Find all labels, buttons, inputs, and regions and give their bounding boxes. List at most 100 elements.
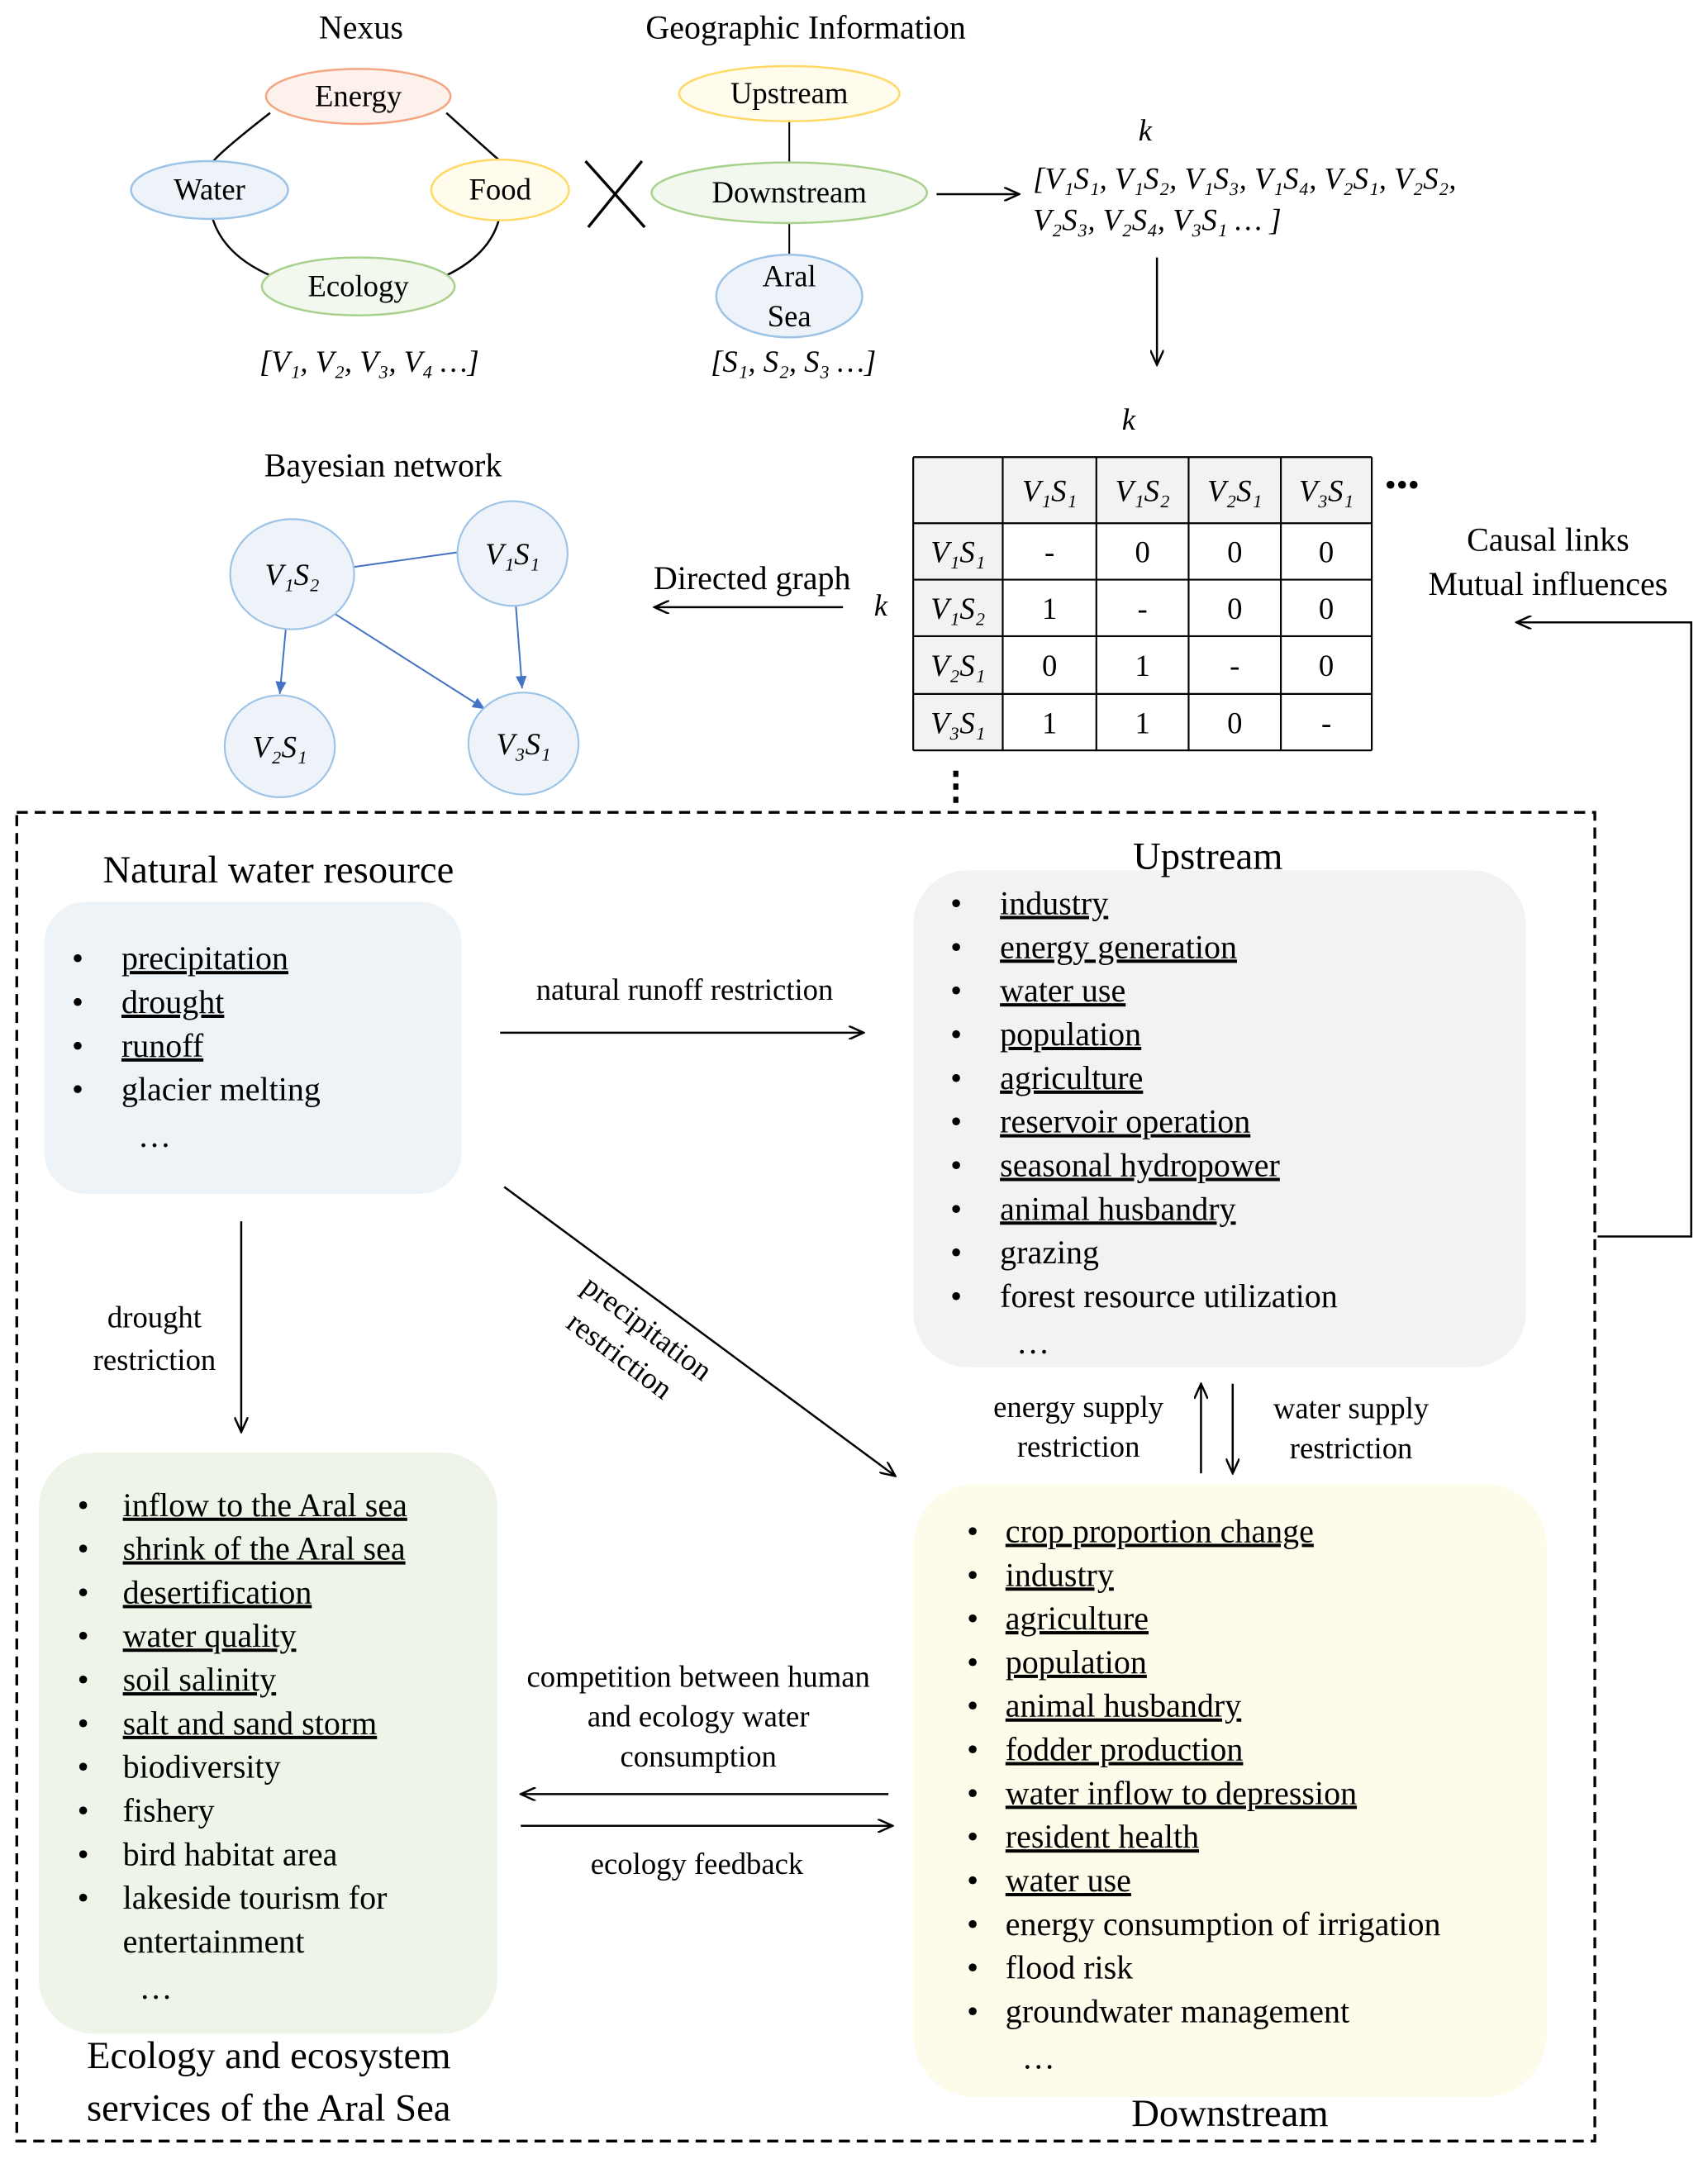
water-node xyxy=(130,159,289,221)
matrix-row-header: V₁S₁ xyxy=(930,535,985,569)
matrix-row-header: V₃S₁ xyxy=(930,706,985,739)
ecology-bullet: • xyxy=(78,1573,89,1610)
competition-label-2: and ecology water xyxy=(588,1700,810,1733)
edge-v1s1-v1s2 xyxy=(341,551,459,573)
edge-v1s2-v2s1 xyxy=(275,619,288,694)
matrix-row-header: V₂S₁ xyxy=(930,649,985,682)
downstream-item: industry xyxy=(1006,1556,1114,1593)
ecology-item: bird habitat area xyxy=(123,1835,338,1872)
upstream-box xyxy=(913,870,1526,1367)
downstream-node xyxy=(650,161,929,225)
drought-label-2: restriction xyxy=(93,1343,216,1377)
ecology-bullet: • xyxy=(78,1486,89,1524)
matrix-cell: - xyxy=(1138,592,1148,625)
bayes-label-v1s1: V₁S₁ xyxy=(485,537,540,571)
downstream-bullet: • xyxy=(967,1512,978,1549)
matrix-header-bg xyxy=(913,457,1373,524)
natural-item: glacier melting xyxy=(121,1071,321,1108)
upstream-title: Upstream xyxy=(1133,835,1282,878)
drought-label-1: drought xyxy=(107,1300,202,1334)
downstream-ellipsis: … xyxy=(1022,2039,1055,2076)
k-vector-label: k⃗ xyxy=(1139,113,1176,147)
upstream-item: seasonal hydropower xyxy=(1000,1146,1280,1183)
natural-bullet: • xyxy=(72,939,83,977)
matrix-cell: 0 xyxy=(1227,706,1242,739)
downstream-box xyxy=(913,1484,1547,2098)
ecology-title-1: Ecology and ecosystem xyxy=(87,2034,451,2077)
downstream-item: fodder production xyxy=(1006,1731,1244,1768)
downstream-bullet: • xyxy=(967,1687,978,1724)
directed-graph-label: Directed graph xyxy=(654,559,851,597)
food-label: Food xyxy=(469,173,531,207)
downstream-item: crop proportion change xyxy=(1006,1512,1314,1549)
ecology-item: lakeside tourism for xyxy=(123,1879,388,1916)
edge-v1s1-v3s1 xyxy=(514,597,527,689)
water-label: Water xyxy=(174,173,245,207)
cross-symbol xyxy=(584,159,646,229)
upstream-item: reservoir operation xyxy=(1000,1103,1250,1140)
aral-label-1: Aral xyxy=(763,259,816,293)
matrix-cell: 0 xyxy=(1135,535,1149,569)
upstream-ellipsis: … xyxy=(1016,1324,1049,1361)
natural-bullet: • xyxy=(72,1071,83,1108)
more-columns: ••• xyxy=(1385,466,1420,503)
upstream-bullet: • xyxy=(950,972,962,1009)
ecology-feedback-label: ecology feedback xyxy=(591,1847,804,1881)
ecology-item: fishery xyxy=(123,1792,215,1829)
matrix-cell: - xyxy=(1044,535,1054,569)
upstream-item: industry xyxy=(1000,885,1108,922)
upstream-bullet: • xyxy=(950,928,962,965)
natural-bullet: • xyxy=(72,983,83,1020)
downstream-item: population xyxy=(1006,1643,1147,1681)
matrix-cell: 0 xyxy=(1227,535,1242,569)
energy-node xyxy=(264,68,452,126)
bayes-node-v1s1 xyxy=(456,500,569,607)
upstream-item: animal husbandry xyxy=(1000,1190,1235,1227)
ecology-bullet: • xyxy=(78,1748,89,1786)
ecology-item: desertification xyxy=(123,1573,312,1610)
upstream-item: forest resource utilization xyxy=(1000,1277,1338,1315)
precipitation-arrow xyxy=(503,1186,895,1476)
downstream-item: water use xyxy=(1006,1862,1131,1899)
energy-supply-label-1: energy supply xyxy=(993,1390,1164,1424)
combined-vector-line2: V₂S₃, V₂S₄, V₃S₁ … ] xyxy=(1033,202,1281,236)
matrix-cell: 1 xyxy=(1042,706,1057,739)
matrix-k-left: k⃗ xyxy=(874,588,911,622)
upstream-item: energy generation xyxy=(1000,928,1237,965)
downstream-item: resident health xyxy=(1006,1818,1199,1855)
ecology-item: soil salinity xyxy=(123,1661,277,1698)
matrix-column-header: V₁S₂ xyxy=(1116,474,1170,508)
water-supply-label-1: water supply xyxy=(1273,1391,1430,1424)
upstream-item: population xyxy=(1000,1015,1141,1053)
natural-item: drought xyxy=(121,983,224,1020)
matrix-k-top: k⃗ xyxy=(1122,402,1159,436)
ecology-bullet: • xyxy=(78,1617,89,1654)
natural-water-box xyxy=(44,901,462,1194)
ecology-item: shrink of the Aral sea xyxy=(123,1530,406,1567)
downstream-item: animal husbandry xyxy=(1006,1687,1241,1724)
matrix-cell: - xyxy=(1230,649,1239,682)
upstream-item: agriculture xyxy=(1000,1059,1143,1096)
natural-item: precipitation xyxy=(121,939,288,977)
ecology-bullet: • xyxy=(78,1705,89,1742)
matrix-cell: 1 xyxy=(1042,592,1057,625)
upstream-bullet: • xyxy=(950,1059,962,1096)
bayes-node-v3s1 xyxy=(467,692,580,796)
downstream-bullet: • xyxy=(967,1949,978,1986)
matrix-cell: 1 xyxy=(1135,706,1149,739)
downstream-title: Downstream xyxy=(1131,2092,1328,2135)
downstream-item: agriculture xyxy=(1006,1600,1149,1637)
matrix-cell: 0 xyxy=(1319,592,1334,625)
matrix-column-header: V₃S₁ xyxy=(1299,474,1354,508)
downstream-item: flood risk xyxy=(1006,1949,1133,1986)
downstream-bullet: • xyxy=(967,1818,978,1855)
ecology-bullet: • xyxy=(78,1835,89,1872)
natural-title: Natural water resource xyxy=(102,849,454,892)
natural-ellipsis: … xyxy=(138,1117,171,1154)
downstream-bullet: • xyxy=(967,1731,978,1768)
bayes-label-v2s1: V₂S₁ xyxy=(252,730,307,764)
water-supply-label-2: restriction xyxy=(1290,1431,1413,1465)
downstream-item: groundwater management xyxy=(1006,1993,1349,2030)
geo-vector: [S₁, S₂, S₃ …] xyxy=(711,345,876,378)
